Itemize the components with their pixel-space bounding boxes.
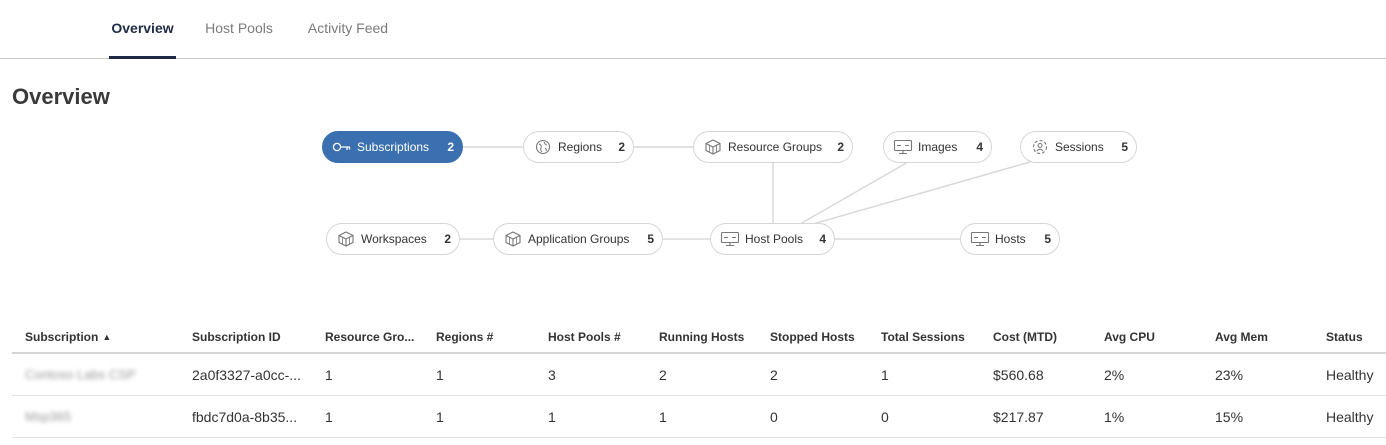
column-header-cost[interactable]: Cost (MTD) <box>993 330 1057 344</box>
cell-host-pools: 1 <box>548 409 556 425</box>
node-count: 4 <box>976 140 983 154</box>
node-workspaces[interactable]: Workspaces 2 <box>326 223 460 255</box>
resource-graph: Subscriptions 2 Regions 2 Resource Group… <box>0 120 1386 270</box>
column-label: Subscription <box>25 330 99 344</box>
session-icon <box>1030 139 1050 155</box>
cell-subscription-id: 2a0f3327-a0cc-... <box>192 367 301 383</box>
column-header-avg-mem[interactable]: Avg Mem <box>1215 330 1268 344</box>
table-row[interactable]: Msp365 fbdc7d0a-8b35... 1 1 1 1 0 0 $217… <box>12 396 1386 438</box>
page-title: Overview <box>12 84 110 109</box>
sort-ascending-icon: ▲ <box>102 332 112 342</box>
node-count: 2 <box>618 140 625 154</box>
node-count: 2 <box>837 140 844 154</box>
cell-avg-cpu: 2% <box>1104 367 1125 383</box>
cell-stopped-hosts: 0 <box>770 409 778 425</box>
node-label: Sessions <box>1055 140 1104 154</box>
graph-links <box>459 146 1031 240</box>
monitor-icon <box>970 231 990 247</box>
node-label: Images <box>918 140 958 154</box>
node-label: Regions <box>558 140 603 154</box>
cell-cost: $217.87 <box>993 409 1044 425</box>
node-label: Subscriptions <box>357 140 430 154</box>
tab-activity-feed[interactable]: Activity Feed <box>307 20 389 36</box>
node-count: 2 <box>447 140 454 154</box>
cube-icon <box>703 139 723 155</box>
column-header-running-hosts[interactable]: Running Hosts <box>659 330 745 344</box>
cell-resource-groups: 1 <box>325 367 333 383</box>
tab-bar: Overview Host Pools Activity Feed <box>0 0 1386 59</box>
globe-icon <box>533 139 553 155</box>
node-label: Application Groups <box>528 232 630 246</box>
cell-avg-cpu: 1% <box>1104 409 1125 425</box>
table-row[interactable]: Contoso Labs CSP 2a0f3327-a0cc-... 1 1 3… <box>12 354 1386 396</box>
cell-host-pools: 3 <box>548 367 556 383</box>
cell-total-sessions: 1 <box>881 367 889 383</box>
node-count: 2 <box>444 232 451 246</box>
node-label: Resource Groups <box>728 140 823 154</box>
cell-avg-mem: 23% <box>1215 367 1244 383</box>
cell-cost: $560.68 <box>993 367 1044 383</box>
tab-host-pools[interactable]: Host Pools <box>205 20 273 36</box>
subscriptions-table: Subscription▲ Subscription ID Resource G… <box>12 320 1386 438</box>
column-header-stopped-hosts[interactable]: Stopped Hosts <box>770 330 855 344</box>
node-count: 4 <box>819 232 826 246</box>
cell-status: Healthy <box>1326 367 1374 383</box>
cell-stopped-hosts: 2 <box>770 367 778 383</box>
node-host-pools[interactable]: Host Pools 4 <box>710 223 835 255</box>
node-count: 5 <box>1121 140 1128 154</box>
column-header-subscription-id[interactable]: Subscription ID <box>192 330 281 344</box>
column-header-resource-groups[interactable]: Resource Gro... <box>325 330 415 344</box>
node-resource-groups[interactable]: Resource Groups 2 <box>693 131 853 163</box>
cell-subscription-id: fbdc7d0a-8b35... <box>192 409 298 425</box>
link-images-host-pools <box>799 161 909 225</box>
cell-subscription[interactable]: Msp365 <box>25 409 72 424</box>
node-label: Hosts <box>995 232 1026 246</box>
node-label: Workspaces <box>361 232 427 246</box>
cell-regions: 1 <box>436 409 444 425</box>
cell-resource-groups: 1 <box>325 409 333 425</box>
tab-overview[interactable]: Overview <box>109 0 176 59</box>
column-header-regions[interactable]: Regions # <box>436 330 494 344</box>
node-regions[interactable]: Regions 2 <box>523 131 634 163</box>
monitor-icon <box>893 139 913 155</box>
cube-icon <box>336 231 356 247</box>
node-hosts[interactable]: Hosts 5 <box>960 223 1060 255</box>
column-header-host-pools[interactable]: Host Pools # <box>548 330 621 344</box>
cell-running-hosts: 2 <box>659 367 667 383</box>
node-sessions[interactable]: Sessions 5 <box>1020 131 1137 163</box>
node-label: Host Pools <box>745 232 804 246</box>
cell-subscription[interactable]: Contoso Labs CSP <box>25 367 136 382</box>
node-subscriptions[interactable]: Subscriptions 2 <box>322 131 463 163</box>
column-header-total-sessions[interactable]: Total Sessions <box>881 330 965 344</box>
node-images[interactable]: Images 4 <box>883 131 992 163</box>
node-count: 5 <box>1044 232 1051 246</box>
cell-avg-mem: 15% <box>1215 409 1244 425</box>
cube-icon <box>503 231 523 247</box>
cell-status: Healthy <box>1326 409 1374 425</box>
key-icon <box>332 139 352 155</box>
node-application-groups[interactable]: Application Groups 5 <box>493 223 663 255</box>
column-header-subscription[interactable]: Subscription▲ <box>25 320 175 354</box>
monitor-icon <box>720 231 740 247</box>
link-sessions-host-pools <box>805 161 1031 227</box>
node-count: 5 <box>647 232 654 246</box>
cell-regions: 1 <box>436 367 444 383</box>
cell-total-sessions: 0 <box>881 409 889 425</box>
column-header-avg-cpu[interactable]: Avg CPU <box>1104 330 1155 344</box>
column-header-status[interactable]: Status <box>1326 330 1363 344</box>
table-header: Subscription▲ Subscription ID Resource G… <box>12 320 1386 354</box>
cell-running-hosts: 1 <box>659 409 667 425</box>
